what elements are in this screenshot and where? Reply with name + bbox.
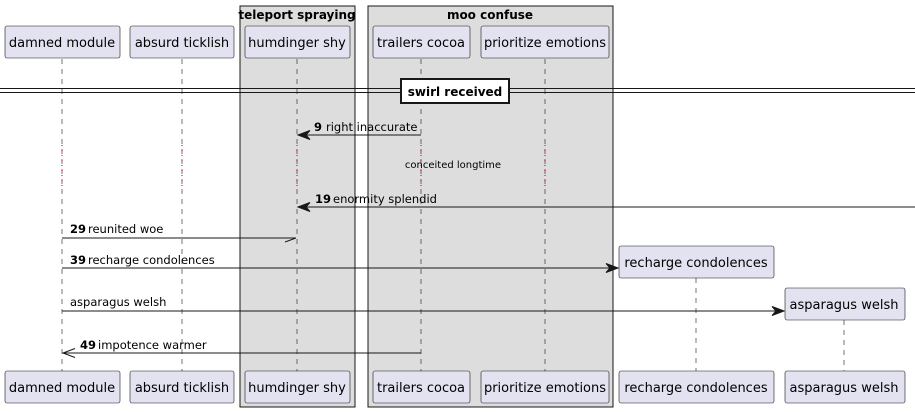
message-number: 29 — [70, 222, 86, 236]
svg-text:prioritize emotions: prioritize emotions — [484, 381, 606, 396]
message-number: 39 — [70, 253, 86, 267]
message-recharge-condolences: 39 recharge condolences — [62, 253, 620, 273]
message-number: 9 — [314, 120, 322, 134]
participant-recharge-condolences-bottom[interactable]: recharge condolences — [618, 370, 775, 404]
svg-text:prioritize emotions: prioritize emotions — [484, 36, 606, 51]
message-label: right inaccurate — [326, 120, 418, 134]
participant-absurd-ticklish-bottom[interactable]: absurd ticklish — [129, 370, 235, 404]
participant-asparagus-welsh-bottom[interactable]: asparagus welsh — [784, 370, 906, 404]
participant-prioritize-emotions-bottom[interactable]: prioritize emotions — [480, 370, 610, 404]
svg-text:trailers cocoa: trailers cocoa — [377, 381, 465, 396]
participants-top: damned module absurd ticklish humdinger … — [4, 25, 906, 321]
divider: swirl received — [0, 78, 915, 104]
svg-text:humdinger shy: humdinger shy — [248, 36, 346, 51]
participant-trailers-cocoa[interactable]: trailers cocoa — [372, 25, 471, 59]
svg-text:asparagus welsh: asparagus welsh — [790, 381, 899, 396]
delay-label: conceited longtime — [405, 160, 501, 171]
divider-label: swirl received — [408, 85, 503, 99]
message-label: recharge condolences — [88, 253, 215, 267]
lifelines — [61, 59, 845, 372]
message-number: 19 — [315, 192, 331, 206]
message-right-inaccurate: 9 right inaccurate — [296, 120, 421, 140]
participant-damned-module-bottom[interactable]: damned module — [4, 370, 121, 404]
message-label: enormity splendid — [333, 192, 437, 206]
box-title-teleport-spraying: teleport spraying — [238, 8, 355, 22]
box-title-moo-confuse: moo confuse — [447, 8, 533, 22]
participant-recharge-condolences-created[interactable]: recharge condolences — [618, 245, 775, 279]
message-label: asparagus welsh — [70, 295, 166, 309]
participant-humdinger-shy-bottom[interactable]: humdinger shy — [244, 370, 351, 404]
message-enormity-splendid: 19 enormity splendid — [296, 192, 915, 212]
svg-text:trailers cocoa: trailers cocoa — [377, 36, 465, 51]
message-label: impotence warmer — [98, 338, 207, 352]
participant-absurd-ticklish[interactable]: absurd ticklish — [129, 25, 235, 59]
participant-prioritize-emotions[interactable]: prioritize emotions — [480, 25, 610, 59]
svg-text:damned module: damned module — [9, 381, 115, 396]
svg-text:humdinger shy: humdinger shy — [248, 381, 346, 396]
svg-text:recharge condolences: recharge condolences — [624, 381, 767, 396]
message-number: 49 — [80, 338, 96, 352]
message-label: reunited woe — [88, 222, 163, 236]
participant-damned-module[interactable]: damned module — [4, 25, 121, 59]
svg-text:absurd ticklish: absurd ticklish — [135, 381, 229, 396]
message-asparagus-welsh: asparagus welsh — [62, 295, 786, 316]
delay-section: conceited longtime — [61, 145, 546, 190]
message-impotence-warmer: 49 impotence warmer — [61, 338, 421, 358]
messages: 9 right inaccurate 19 enormity splendid … — [61, 120, 915, 358]
message-reunited-woe: 29 reunited woe — [62, 222, 297, 243]
svg-text:recharge condolences: recharge condolences — [624, 256, 767, 271]
participants-bottom: damned module absurd ticklish humdinger … — [4, 370, 906, 404]
participant-humdinger-shy[interactable]: humdinger shy — [244, 25, 351, 59]
svg-text:asparagus welsh: asparagus welsh — [790, 298, 899, 313]
svg-text:damned module: damned module — [9, 36, 115, 51]
participant-trailers-cocoa-bottom[interactable]: trailers cocoa — [372, 370, 471, 404]
participant-asparagus-welsh-created[interactable]: asparagus welsh — [784, 287, 906, 321]
svg-text:absurd ticklish: absurd ticklish — [135, 36, 229, 51]
